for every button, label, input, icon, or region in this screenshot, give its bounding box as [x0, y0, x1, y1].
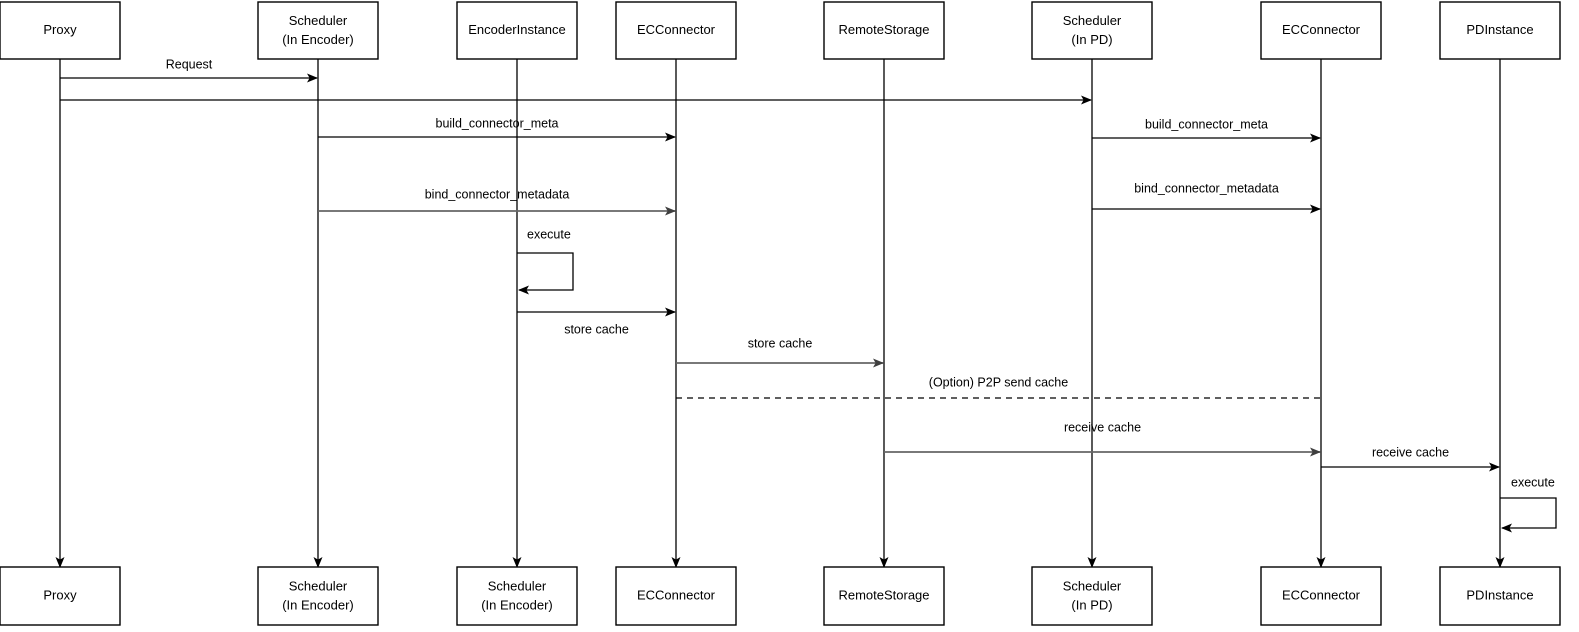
participant-label-line2: (In PD) — [1071, 32, 1112, 47]
participant-box-sched_enc-top[interactable]: Scheduler (In Encoder) — [257, 1, 379, 60]
participant-box-ecc_right-bottom[interactable]: ECConnector — [1260, 566, 1382, 626]
participant-label-line1: Proxy — [43, 22, 77, 37]
participant-box-remote_store-bottom[interactable]: RemoteStorage — [823, 566, 945, 626]
self-message-label-s1: execute — [527, 227, 571, 241]
self-messages-layer — [517, 252, 1557, 533]
message-label-m1: Request — [166, 57, 213, 71]
participant-box-ecc_left-top[interactable]: ECConnector — [615, 1, 737, 60]
message-labels-layer: Request build_connector_meta build_connect… — [166, 57, 1555, 489]
participant-label-line2: (In Encoder) — [481, 597, 553, 612]
participant-label-line2: (In PD) — [1071, 597, 1112, 612]
participant-label-line1: PDInstance — [1466, 22, 1533, 37]
participant-label-line2: (In Encoder) — [282, 597, 354, 612]
self-message-label-s2: execute — [1511, 475, 1555, 489]
bottom-participant-boxes: Proxy Scheduler (In Encoder) Scheduler (In E… — [0, 566, 1561, 626]
participant-box-proxy-bottom[interactable]: Proxy — [0, 566, 121, 626]
message-label-m6: bind_connector_metadata — [1134, 181, 1279, 195]
participant-label-line1: Scheduler — [1063, 578, 1122, 593]
participant-label-line1: Scheduler — [289, 13, 348, 28]
self-message-loop-s1 — [517, 252, 574, 295]
participant-label-line1: RemoteStorage — [838, 587, 929, 602]
participant-label-line1: ECConnector — [1282, 587, 1361, 602]
message-label-m11: receive cache — [1372, 445, 1449, 459]
participant-box-remote_store-top[interactable]: RemoteStorage — [823, 1, 945, 60]
participant-box-enc_inst-top[interactable]: EncoderInstance — [456, 1, 578, 60]
message-label-m10: receive cache — [1064, 420, 1141, 434]
participant-box-sched_pd-top[interactable]: Scheduler (In PD) — [1031, 1, 1153, 60]
participant-box-ecc_left-bottom[interactable]: ECConnector — [615, 566, 737, 626]
participant-label-line1: RemoteStorage — [838, 22, 929, 37]
message-label-m3: build_connector_meta — [436, 116, 559, 130]
participant-box-sched_enc-bottom[interactable]: Scheduler (In Encoder) — [257, 566, 379, 626]
participant-label-line1: Scheduler — [289, 578, 348, 593]
participant-label-line1: PDInstance — [1466, 587, 1533, 602]
message-label-m9: (Option) P2P send cache — [929, 375, 1068, 389]
participant-label-line1: Scheduler — [488, 578, 547, 593]
messages-layer — [60, 73, 1500, 472]
self-message-loop-s2 — [1500, 497, 1557, 533]
participant-box-pd_inst-top[interactable]: PDInstance — [1439, 1, 1561, 60]
participant-label-line1: EncoderInstance — [468, 22, 566, 37]
participant-label-line1: Scheduler — [1063, 13, 1122, 28]
message-label-m5: bind_connector_metadata — [425, 187, 570, 201]
participant-label-line1: ECConnector — [1282, 22, 1361, 37]
participant-box-pd_inst-bottom[interactable]: PDInstance — [1439, 566, 1561, 626]
message-label-m8: store cache — [748, 336, 813, 350]
participant-label-line1: ECConnector — [637, 587, 716, 602]
participant-box-ecc_right-top[interactable]: ECConnector — [1260, 1, 1382, 60]
participant-box-sched_pd-bottom[interactable]: Scheduler (In PD) — [1031, 566, 1153, 626]
participant-box-enc_inst-bottom[interactable]: Scheduler (In Encoder) — [456, 566, 578, 626]
participant-box-proxy-top[interactable]: Proxy — [0, 1, 121, 60]
participant-label-line1: Proxy — [43, 587, 77, 602]
message-label-m7: store cache — [564, 322, 629, 336]
lifelines-layer — [55, 59, 1505, 568]
top-participant-boxes: Proxy Scheduler (In Encoder) EncoderInstanc… — [0, 1, 1561, 60]
participant-label-line2: (In Encoder) — [282, 32, 354, 47]
message-label-m4: build_connector_meta — [1145, 117, 1268, 131]
participant-label-line1: ECConnector — [637, 22, 716, 37]
